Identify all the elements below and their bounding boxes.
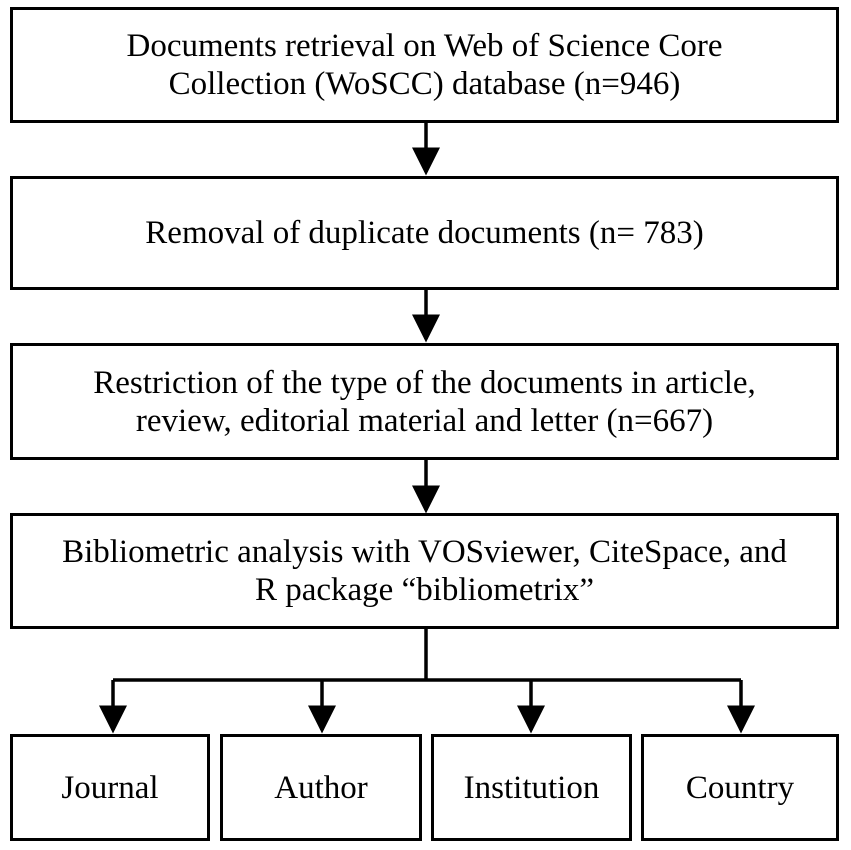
step-text-line: Removal of duplicate documents (n= 783) [145,215,704,251]
output-box-author: Author [220,734,422,841]
step-text-line: Documents retrieval on Web of Science Co… [126,28,723,64]
step-text-line: R package “bibliometrix” [254,572,595,608]
step-text-line: review, editorial material and letter (n… [135,402,714,439]
step-box-deduplication: Removal of duplicate documents (n= 783) [10,176,839,290]
output-box-journal: Journal [10,734,210,841]
step-text-line: Bibliometric analysis with VOSviewer, Ci… [62,534,787,570]
step-box-retrieval: Documents retrieval on Web of Science Co… [10,7,839,123]
step-box-bibliometric-analysis: Bibliometric analysis with VOSviewer, Ci… [10,513,839,629]
output-label: Author [274,769,368,806]
output-box-institution: Institution [431,734,632,841]
output-label: Journal [61,769,159,806]
step-text-line: Collection (WoSCC) database (n=946) [168,66,681,102]
output-label: Country [685,769,795,806]
step-box-type-restriction: Restriction of the type of the documents… [10,343,839,460]
output-box-country: Country [641,734,839,841]
step-text-line: Restriction of the type of the documents… [93,364,756,401]
output-label: Institution [463,769,600,806]
